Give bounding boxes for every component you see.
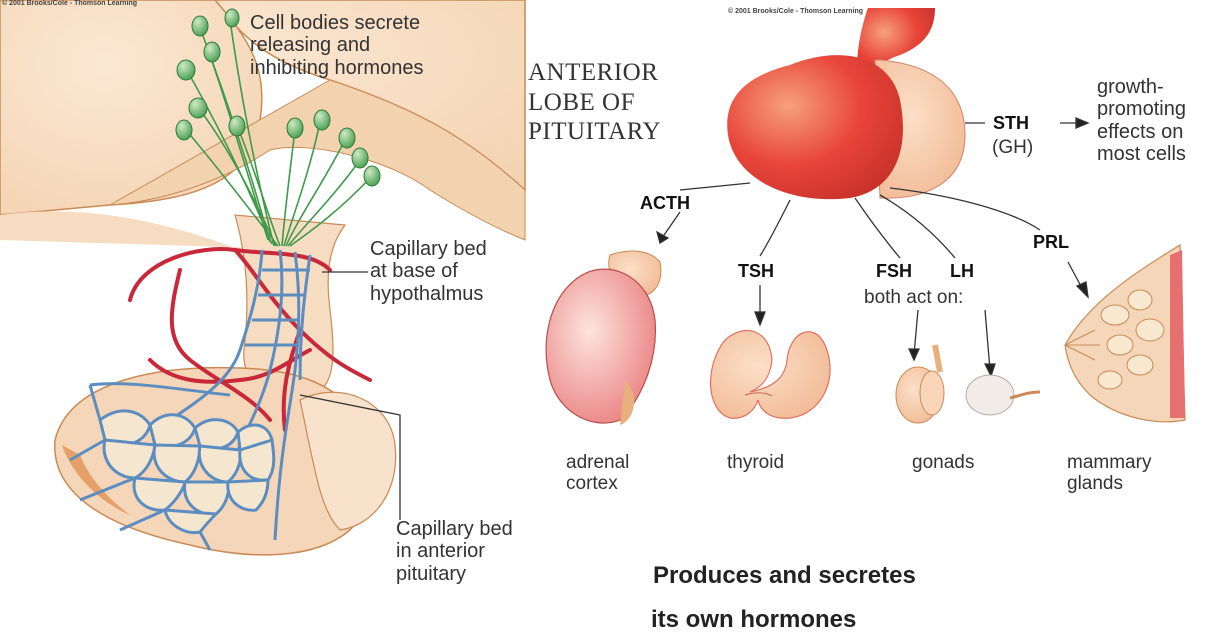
target-adrenal-label: adrenal cortex bbox=[566, 452, 629, 495]
hormone-prl: PRL bbox=[1033, 232, 1069, 253]
adrenal-kidney bbox=[546, 251, 661, 425]
hormone-lh: LH bbox=[950, 261, 974, 282]
both-act-on-label: both act on: bbox=[864, 287, 963, 308]
growth-effects-line-1: growth- bbox=[1097, 76, 1186, 98]
copyright-right: © 2001 Brooks/Cole - Thomson Learning bbox=[728, 8, 863, 15]
hormone-fsh: FSH bbox=[876, 261, 912, 282]
capillary-hypothalamus-label: Capillary bed at base of hypothalmus bbox=[370, 238, 487, 305]
mammary-line-2: glands bbox=[1067, 473, 1151, 494]
capillary-ant-line-3: pituitary bbox=[396, 563, 513, 585]
cell-bodies-line-2: releasing and bbox=[250, 34, 423, 56]
capillary-hypo-line-2: at base of bbox=[370, 260, 487, 282]
anterior-lobe-line-2: LOBE OF bbox=[528, 88, 661, 118]
cell-bodies-label: Cell bodies secrete releasing and inhibi… bbox=[250, 12, 423, 79]
growth-effects-line-3: effects on bbox=[1097, 121, 1186, 143]
pituitary-gland bbox=[727, 8, 965, 199]
capillary-hypo-line-3: hypothalmus bbox=[370, 283, 487, 305]
cell-bodies-line-3: inhibiting hormones bbox=[250, 57, 423, 79]
adrenal-line-1: adrenal bbox=[566, 452, 629, 473]
cell-bodies-line-1: Cell bodies secrete bbox=[250, 12, 423, 34]
adrenal-line-2: cortex bbox=[566, 473, 629, 494]
growth-effects-label: growth- promoting effects on most cells bbox=[1097, 76, 1186, 166]
mammary-gland bbox=[1065, 245, 1185, 422]
hormone-sth: STH bbox=[993, 113, 1029, 134]
growth-effects-line-2: promoting bbox=[1097, 98, 1186, 120]
footer-line-1: Produces and secretes bbox=[653, 562, 916, 590]
growth-effects-line-4: most cells bbox=[1097, 143, 1186, 165]
anterior-lobe-line-3: PITUITARY bbox=[528, 117, 661, 147]
target-thyroid-label: thyroid bbox=[727, 452, 784, 473]
mammary-line-1: mammary bbox=[1067, 452, 1151, 473]
hormone-acth: ACTH bbox=[640, 193, 690, 214]
capillary-ant-line-2: in anterior bbox=[396, 540, 513, 562]
footer-line-2: its own hormones bbox=[651, 606, 856, 634]
copyright-left: © 2001 Brooks/Cole - Thomson Learning bbox=[2, 0, 137, 7]
target-gonads-label: gonads bbox=[912, 452, 974, 473]
hormone-gh: (GH) bbox=[992, 137, 1033, 158]
target-mammary-label: mammary glands bbox=[1067, 452, 1151, 495]
capillary-hypo-line-1: Capillary bed bbox=[370, 238, 487, 260]
hormone-tsh: TSH bbox=[738, 261, 774, 282]
capillary-ant-line-1: Capillary bed bbox=[396, 518, 513, 540]
thyroid-gland bbox=[711, 330, 831, 418]
anterior-lobe-line-1: ANTERIOR bbox=[528, 58, 661, 88]
capillary-anterior-label: Capillary bed in anterior pituitary bbox=[396, 518, 513, 585]
gonads bbox=[896, 345, 1040, 423]
anterior-lobe-title: ANTERIOR LOBE OF PITUITARY bbox=[528, 58, 661, 147]
